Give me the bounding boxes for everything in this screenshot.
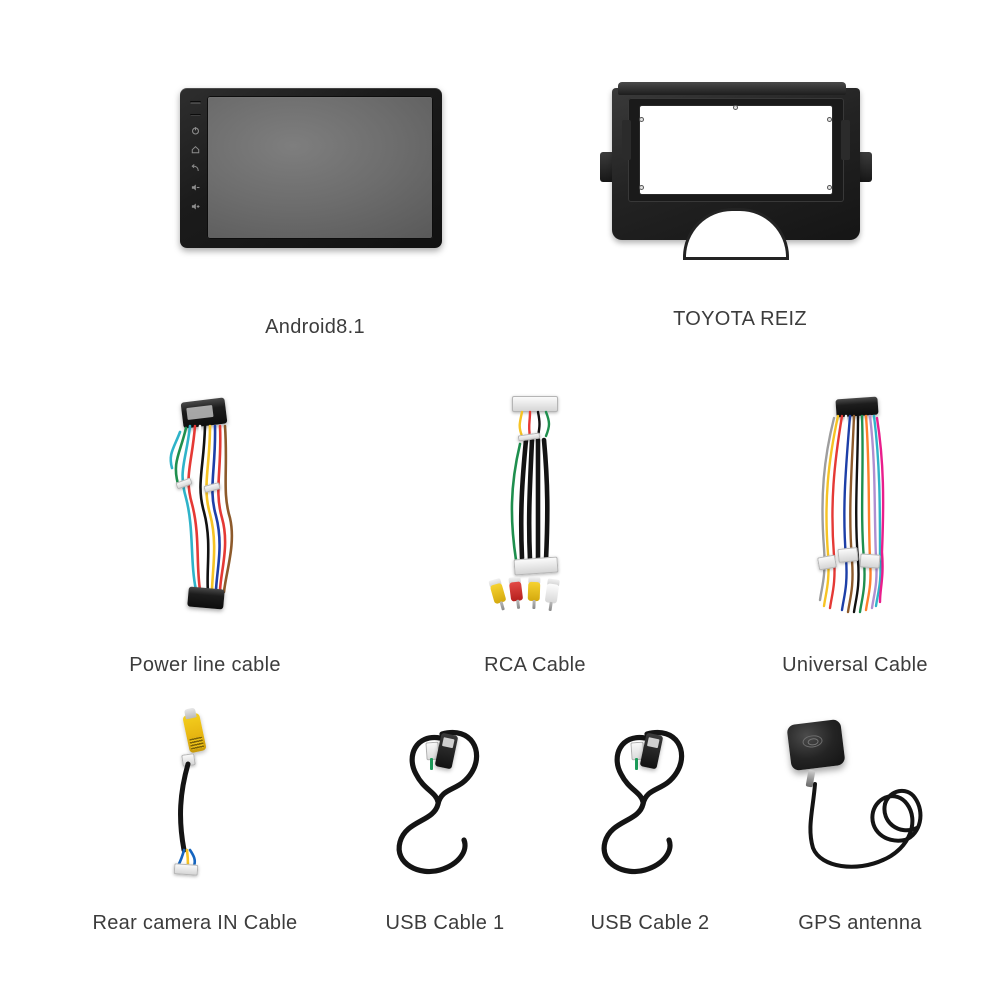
fascia-screw-hole bbox=[828, 118, 831, 121]
gps-antenna-cable bbox=[807, 782, 922, 869]
rca-plug-video-yellow-2 bbox=[527, 576, 541, 610]
item-head-unit: Android8.1 bbox=[180, 88, 450, 339]
item-label-rear-camera-in-cable: Rear camera IN Cable bbox=[92, 912, 298, 934]
rear-camera-cable-wire bbox=[176, 761, 197, 868]
usb-cable-2-image bbox=[585, 700, 715, 890]
mic-slot-icon bbox=[189, 101, 201, 104]
item-fascia-frame: TOYOTA REIZ bbox=[600, 80, 880, 331]
camera-2pin-plug bbox=[173, 863, 199, 876]
item-power-line-cable: Power line cable bbox=[110, 392, 300, 677]
gps-antenna-puck bbox=[785, 718, 846, 772]
universal-cable-image bbox=[780, 392, 930, 632]
fascia-clip-left bbox=[622, 120, 631, 160]
item-usb-cable-1: USB Cable 1 bbox=[355, 700, 535, 935]
gps-logo-icon bbox=[801, 734, 823, 749]
item-rca-cable: RCA Cable bbox=[440, 392, 630, 677]
fascia-top-lip bbox=[618, 82, 846, 95]
head-unit-image bbox=[180, 88, 450, 258]
usb-cable-1-image bbox=[380, 700, 510, 890]
item-label-gps-antenna: GPS antenna bbox=[798, 912, 922, 934]
usb-cable-2-wire bbox=[601, 729, 685, 875]
item-label-universal-cable: Universal Cable bbox=[782, 654, 928, 676]
item-rear-camera-in-cable: Rear camera IN Cable bbox=[92, 700, 298, 935]
home-icon[interactable] bbox=[191, 145, 200, 154]
power-icon[interactable] bbox=[191, 126, 200, 135]
fascia-screw-hole bbox=[734, 106, 737, 109]
fascia-screw-hole bbox=[640, 186, 643, 189]
power-output-connector bbox=[187, 586, 225, 610]
universal-wire-tag bbox=[837, 546, 859, 564]
rca-label-tag bbox=[513, 556, 559, 576]
item-usb-cable-2: USB Cable 2 bbox=[560, 700, 740, 935]
power-line-cable-image bbox=[130, 392, 280, 632]
gps-antenna-image bbox=[773, 700, 948, 890]
rca-plug-barrel bbox=[527, 581, 541, 602]
item-label-fascia-frame: TOYOTA REIZ bbox=[673, 308, 807, 330]
universal-wire-tag bbox=[859, 553, 881, 569]
fascia-frame-image bbox=[600, 80, 880, 260]
volume-up-icon[interactable] bbox=[191, 202, 200, 211]
rca-plug-pin bbox=[531, 599, 536, 610]
head-unit-side-buttons bbox=[186, 97, 204, 239]
item-universal-cable: Universal Cable bbox=[760, 392, 950, 677]
usb-green-accent bbox=[430, 758, 433, 770]
fascia-body bbox=[600, 80, 872, 257]
head-unit-screen[interactable] bbox=[207, 96, 433, 239]
item-gps-antenna: GPS antenna bbox=[765, 700, 955, 935]
rca-plug-pin bbox=[515, 599, 520, 610]
rca-header-connector bbox=[512, 396, 558, 412]
fascia-screw-hole bbox=[828, 186, 831, 189]
fascia-bracket-right bbox=[856, 152, 872, 182]
item-label-usb-cable-1: USB Cable 1 bbox=[385, 912, 505, 934]
rca-cable-wires bbox=[510, 410, 551, 563]
usb-green-accent bbox=[635, 758, 638, 770]
usb-cable-1-wire bbox=[396, 729, 480, 875]
rca-cable-image bbox=[460, 392, 610, 632]
fascia-screw-hole bbox=[640, 118, 643, 121]
back-icon[interactable] bbox=[191, 164, 200, 173]
volume-down-icon[interactable] bbox=[191, 183, 200, 192]
power-cable-wires bbox=[169, 424, 234, 594]
rca-plug-barrel bbox=[508, 581, 524, 602]
rear-camera-cable-image bbox=[130, 700, 260, 890]
universal-cable-wires bbox=[818, 414, 885, 614]
fascia-clip-right bbox=[841, 120, 850, 160]
reset-slot-icon bbox=[189, 113, 201, 116]
item-label-power-line-cable: Power line cable bbox=[129, 654, 281, 676]
fascia-screen-cutout bbox=[640, 106, 832, 194]
item-label-usb-cable-2: USB Cable 2 bbox=[590, 912, 710, 934]
item-label-rca-cable: RCA Cable bbox=[484, 654, 586, 676]
head-unit-body bbox=[180, 88, 442, 248]
item-label-head-unit: Android8.1 bbox=[265, 316, 365, 338]
